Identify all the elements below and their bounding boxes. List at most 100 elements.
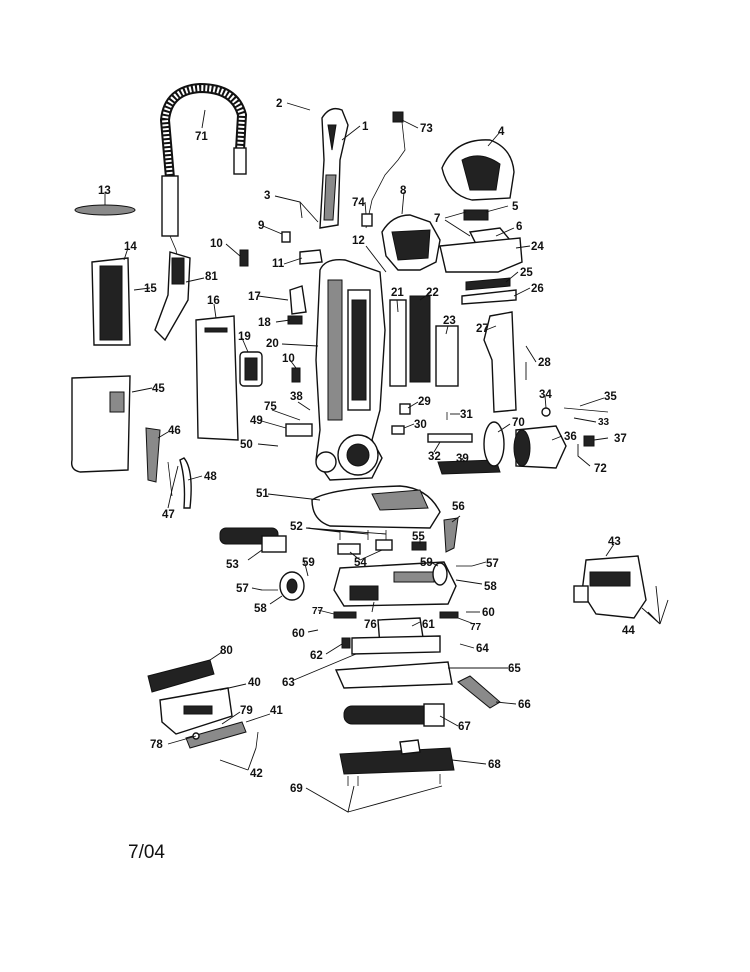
label-part-61: 61 xyxy=(422,619,435,631)
tank-part-45 xyxy=(70,375,131,473)
clip-part-62 xyxy=(341,637,351,649)
strip-part-26 xyxy=(461,289,517,305)
strip-part-25 xyxy=(465,277,511,291)
label-part-60b: 60 xyxy=(482,607,495,619)
label-part-17: 17 xyxy=(248,291,261,303)
bumper-part-65 xyxy=(334,661,453,689)
label-part-14: 14 xyxy=(124,241,137,253)
clip-part-29 xyxy=(399,403,411,415)
label-part-2: 2 xyxy=(276,98,282,110)
strip-part-41 xyxy=(185,721,247,749)
block-part-49 xyxy=(285,423,313,437)
screw-part-9 xyxy=(281,231,291,243)
label-part-7: 7 xyxy=(434,213,440,225)
label-part-59a: 59 xyxy=(302,557,315,569)
main-body-part-20 xyxy=(315,259,386,481)
wheel-part-59 xyxy=(432,562,448,586)
label-part-53: 53 xyxy=(226,559,239,571)
motor-housing-part-8 xyxy=(381,214,441,271)
date-code: 7/04 xyxy=(128,842,165,863)
label-part-47: 47 xyxy=(162,509,175,521)
label-part-64: 64 xyxy=(476,643,489,655)
bolt-part-34 xyxy=(541,407,551,417)
label-part-31: 31 xyxy=(460,409,473,421)
hose-part-71 xyxy=(159,82,248,263)
label-part-62: 62 xyxy=(310,650,323,662)
label-part-22: 22 xyxy=(426,287,439,299)
label-part-59b: 59 xyxy=(420,557,433,569)
clip-part-5 xyxy=(463,209,489,221)
tray-part-39 xyxy=(437,459,501,475)
top-cap-part-4 xyxy=(441,139,515,201)
label-part-52: 52 xyxy=(290,521,303,533)
label-part-25: 25 xyxy=(520,267,533,279)
label-part-28: 28 xyxy=(538,357,551,369)
label-part-29: 29 xyxy=(418,396,431,408)
cord-part-73 xyxy=(361,111,406,229)
belt-part-66 xyxy=(457,675,501,709)
label-part-81: 81 xyxy=(205,271,218,283)
label-part-46: 46 xyxy=(168,425,181,437)
bottom-plate-part-68 xyxy=(339,739,455,775)
label-part-10: 10 xyxy=(210,238,223,250)
label-part-77b: 77 xyxy=(470,622,482,633)
clip-part-77b xyxy=(439,611,459,619)
label-part-40: 40 xyxy=(248,677,261,689)
bar-part-32 xyxy=(427,433,473,443)
label-part-68: 68 xyxy=(488,759,501,771)
label-part-76: 76 xyxy=(364,619,377,631)
lever-part-56 xyxy=(443,517,459,553)
label-part-80: 80 xyxy=(220,645,233,657)
filter-part-21 xyxy=(389,299,407,387)
label-part-57b: 57 xyxy=(486,558,499,570)
hood-detail-part-51 xyxy=(371,489,429,511)
label-part-78: 78 xyxy=(150,739,163,751)
clip-part-54 xyxy=(337,543,361,555)
label-part-48: 48 xyxy=(204,471,217,483)
label-part-69: 69 xyxy=(290,783,303,795)
filter-part-22 xyxy=(409,295,431,383)
window-inner-19 xyxy=(244,357,258,381)
label-part-33: 33 xyxy=(598,417,610,428)
label-part-56: 56 xyxy=(452,501,465,513)
label-part-58a: 58 xyxy=(254,603,267,615)
screw-part-10b xyxy=(291,367,301,383)
label-part-71: 71 xyxy=(195,131,208,143)
clip-part-18 xyxy=(287,315,303,325)
label-part-75: 75 xyxy=(264,401,277,413)
label-part-60a: 60 xyxy=(292,628,305,640)
label-part-19: 19 xyxy=(238,331,251,343)
label-part-38: 38 xyxy=(290,391,303,403)
label-part-1: 1 xyxy=(362,121,369,133)
clip-part-46 xyxy=(145,427,161,483)
part-labels: 2 1 71 73 4 13 3 8 74 5 7 9 6 10 12 24 1… xyxy=(98,98,635,795)
label-part-3: 3 xyxy=(264,190,270,202)
label-part-49: 49 xyxy=(250,415,263,427)
clip-part-30 xyxy=(391,425,405,435)
label-part-57a: 57 xyxy=(236,583,249,595)
label-part-65: 65 xyxy=(508,663,521,675)
label-part-5: 5 xyxy=(512,201,519,213)
label-part-20: 20 xyxy=(266,338,279,350)
disc-part-13 xyxy=(74,204,136,216)
label-part-6: 6 xyxy=(516,221,522,233)
label-part-70: 70 xyxy=(512,417,525,429)
label-part-34: 34 xyxy=(539,389,552,401)
label-part-77a: 77 xyxy=(312,606,324,617)
knob-part-10 xyxy=(239,249,249,267)
label-part-16: 16 xyxy=(207,295,220,307)
clip-part-47 xyxy=(167,461,173,497)
label-part-32: 32 xyxy=(428,451,441,463)
label-part-51: 51 xyxy=(256,488,269,500)
label-part-15: 15 xyxy=(144,283,157,295)
label-part-13: 13 xyxy=(98,185,111,197)
label-part-43: 43 xyxy=(608,536,621,548)
motor-part-36 xyxy=(513,425,567,469)
nut-part-37 xyxy=(583,435,595,447)
clip-part-55 xyxy=(411,541,427,551)
label-part-74: 74 xyxy=(352,197,365,209)
strip-part-48 xyxy=(179,457,192,509)
wire-part-35 xyxy=(563,407,609,413)
label-part-26: 26 xyxy=(531,283,544,295)
